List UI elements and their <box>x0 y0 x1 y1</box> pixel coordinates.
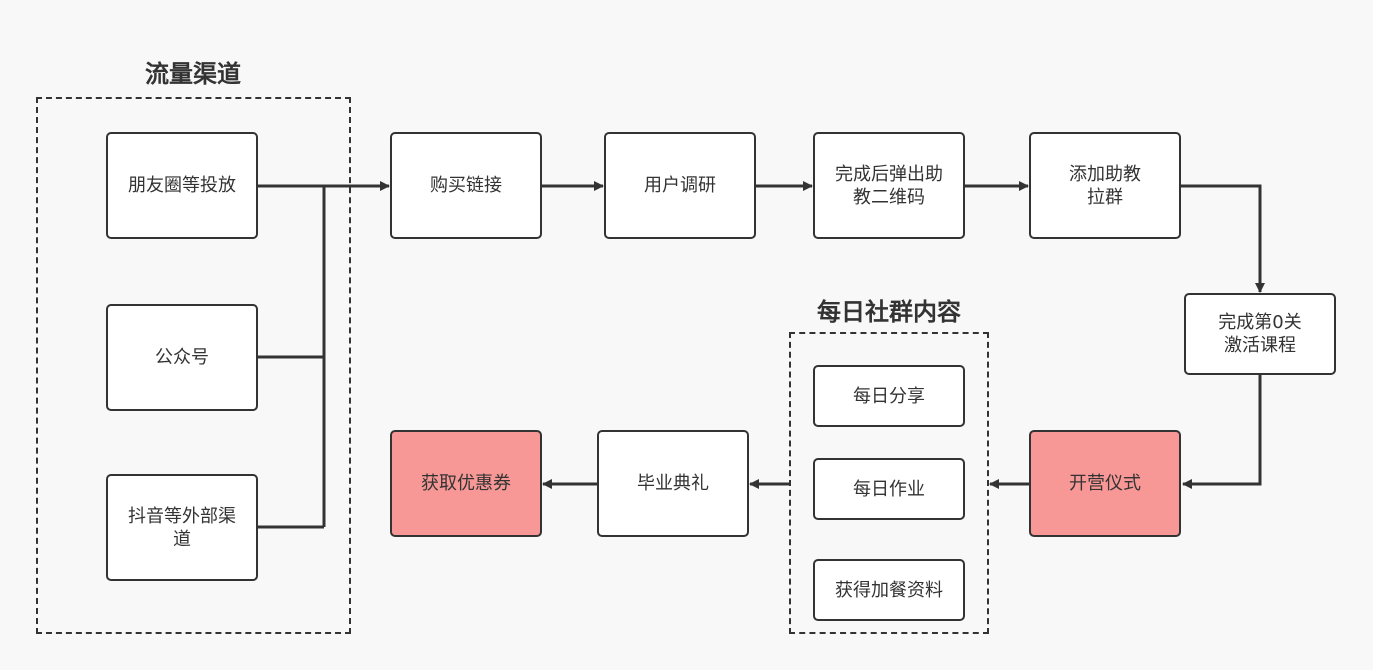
node-user-survey[interactable]: 用户调研 <box>604 132 756 239</box>
node-bonus-materials-label: 获得加餐资料 <box>835 579 943 601</box>
node-level0-label-line2: 激活课程 <box>1224 335 1296 356</box>
node-douyin-external-label: 抖音等外部渠道 <box>128 505 236 550</box>
node-official-account-label: 公众号 <box>155 347 209 368</box>
node-purchase-link[interactable]: 购买链接 <box>390 132 542 239</box>
node-daily-share-label: 每日分享 <box>853 385 925 407</box>
arrow-level0-to-opening <box>1182 375 1262 489</box>
arrow-assistant-to-level0 <box>1181 184 1265 293</box>
node-official-account[interactable]: 公众号 <box>106 304 258 411</box>
node-user-survey-label: 用户调研 <box>644 175 716 196</box>
node-add-assistant-label-line1: 添加助教 <box>1069 163 1141 185</box>
node-opening-ceremony[interactable]: 开营仪式 <box>1029 430 1181 537</box>
node-graduation[interactable]: 毕业典礼 <box>597 430 749 537</box>
node-level0-activate[interactable]: 完成第0关 激活课程 <box>1184 293 1336 375</box>
node-graduation-label: 毕业典礼 <box>637 473 709 494</box>
node-get-coupon-label: 获取优惠券 <box>421 473 511 494</box>
node-daily-homework[interactable]: 每日作业 <box>813 458 965 520</box>
node-bonus-materials[interactable]: 获得加餐资料 <box>813 559 965 621</box>
traffic-channel-group <box>36 97 351 634</box>
traffic-group-title: 流量渠道 <box>145 60 241 88</box>
daily-content-group <box>789 332 989 634</box>
node-douyin-external[interactable]: 抖音等外部渠道 <box>106 474 258 581</box>
node-level0-label-line1: 完成第0关 <box>1218 312 1302 333</box>
node-moments-ads-label: 朋友圈等投放 <box>128 175 236 196</box>
node-popup-qr-label-line1: 完成后弹出助 <box>835 163 943 185</box>
node-daily-homework-label: 每日作业 <box>853 478 925 500</box>
node-get-coupon[interactable]: 获取优惠券 <box>390 430 542 537</box>
node-purchase-link-label: 购买链接 <box>430 175 502 196</box>
node-add-assistant-label-line2: 拉群 <box>1087 186 1123 208</box>
node-moments-ads[interactable]: 朋友圈等投放 <box>106 132 258 239</box>
node-daily-share[interactable]: 每日分享 <box>813 365 965 427</box>
node-popup-qr[interactable]: 完成后弹出助 教二维码 <box>813 132 965 239</box>
node-opening-ceremony-label: 开营仪式 <box>1069 473 1141 494</box>
node-popup-qr-label-line2: 教二维码 <box>853 186 925 208</box>
daily-group-title: 每日社群内容 <box>817 298 961 326</box>
node-add-assistant[interactable]: 添加助教 拉群 <box>1029 132 1181 239</box>
